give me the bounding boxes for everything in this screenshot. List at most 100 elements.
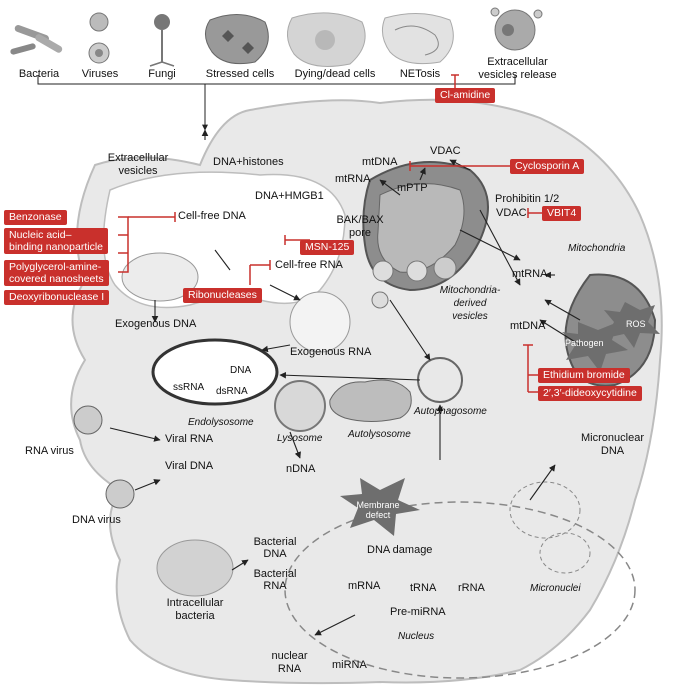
ddc-box: 2′,3′-dideoxycytidine xyxy=(538,386,642,401)
bacterial-dna-label-2: DNA xyxy=(263,548,287,560)
source-netosis-label: NETosis xyxy=(399,68,441,80)
dna-histones-label: DNA+histones xyxy=(213,156,284,168)
mitochondria-label: Mitochondria xyxy=(568,243,626,254)
vbit4-box: VBIT4 xyxy=(542,206,582,221)
membrane-defect-burst xyxy=(340,478,420,536)
msn-125-box: MSN-125 xyxy=(300,240,355,255)
bacteria-icon xyxy=(10,25,63,55)
ribonucleases-box: Ribonucleases xyxy=(183,288,262,303)
dna-damage-label: DNA damage xyxy=(367,544,433,556)
source-dying-label: Dying/dead cells xyxy=(294,68,376,80)
mptp-label: mPTP xyxy=(397,182,428,194)
bakbax-label-1: BAK/BAX xyxy=(336,214,384,226)
lysosome-label: Lysosome xyxy=(277,433,323,444)
source-fungi-label: Fungi xyxy=(148,68,176,80)
mdv-vesicle xyxy=(433,256,457,280)
nucleic-acid-nanoparticle-box: Nucleic acid– binding nanoparticle xyxy=(4,228,108,254)
dna-hmgb1-label: DNA+HMGB1 xyxy=(255,190,324,202)
membrane-defect-label-1: Membrane xyxy=(356,500,400,510)
mdv-label-3: vesicles xyxy=(452,311,488,322)
micronuclear-label-1: Micronuclear xyxy=(581,432,644,444)
netosis-icon xyxy=(381,12,454,65)
mtdna-right-label: mtDNA xyxy=(510,320,546,332)
mtrna-left-label: mtRNA xyxy=(335,173,371,185)
ndna-label: nDNA xyxy=(286,463,316,475)
mrna-label: mRNA xyxy=(348,580,381,592)
source-ev-release-label-2: vesicles release xyxy=(478,69,557,81)
dying-cells-icon xyxy=(287,12,366,67)
nab-np-line-1: Nucleic acid– xyxy=(9,229,72,241)
source-bacteria-label: Bacteria xyxy=(18,68,60,80)
pg-line-1: Polyglycerol-amine- xyxy=(9,261,102,273)
nucleus-label: Nucleus xyxy=(398,631,435,642)
pg-line-2: covered nanosheets xyxy=(9,273,104,285)
lysosome xyxy=(274,380,326,432)
exogenous-rna-label: Exogenous RNA xyxy=(290,346,372,358)
vdac-top-label: VDAC xyxy=(430,145,461,157)
exogenous-dna-bubble xyxy=(121,252,199,302)
autophagosome xyxy=(417,357,463,403)
membrane-defect-label-2: defect xyxy=(365,510,391,520)
ros-label: ROS xyxy=(626,319,646,329)
exogenous-rna-bubble xyxy=(289,291,351,353)
autolysosome-label: Autolysosome xyxy=(348,429,411,440)
pathogen-burst xyxy=(562,322,628,372)
autophagosome-label: Autophagosome xyxy=(414,406,487,417)
source-ev-release-label-1: Extracellular xyxy=(487,56,548,68)
source-stressed-label: Stressed cells xyxy=(205,68,275,80)
micronuclear-label-2: DNA xyxy=(600,445,625,457)
nuclear-rna-label-1: nuclear xyxy=(271,650,308,662)
intracellular-bacteria-label-2: bacteria xyxy=(175,610,215,622)
extracellular-vesicles-icon xyxy=(490,7,543,51)
dna-virus-particle xyxy=(105,479,135,509)
bakbax-label-2: pore xyxy=(348,227,372,239)
micronucleus xyxy=(509,481,581,539)
mirna-label: miRNA xyxy=(332,659,367,671)
cell-free-dna-label: Cell-free DNA xyxy=(178,210,246,222)
viruses-icon xyxy=(88,12,110,64)
intracellular-bacteria xyxy=(156,539,234,597)
nuclear-rna-label-2: RNA xyxy=(277,663,302,675)
viral-rna-label: Viral RNA xyxy=(165,433,214,445)
micronuclei-label: Micronuclei xyxy=(530,583,581,594)
ethidium-bromide-box: Ethidium bromide xyxy=(538,368,630,383)
prohibitin-label: Prohibitin 1/2 xyxy=(495,193,560,205)
mdv-label-2: derived xyxy=(453,298,487,309)
cyclosporin-box: Cyclosporin A xyxy=(510,159,585,174)
mitochondrion xyxy=(362,161,489,292)
mdv-vesicle xyxy=(371,291,389,309)
stressed-cells-icon xyxy=(205,14,269,65)
sources-bracket xyxy=(37,75,516,85)
dna-endo-label: DNA xyxy=(230,365,252,376)
nucleus-envelope xyxy=(284,501,636,679)
premirna-label: Pre-miRNA xyxy=(390,606,446,618)
rna-virus-particle xyxy=(73,405,103,435)
ssrna-label: ssRNA xyxy=(173,382,205,393)
vdac-right-label: VDAC xyxy=(496,207,527,219)
polyglycerol-nanosheets-box: Polyglycerol-amine- covered nanosheets xyxy=(4,260,109,286)
benzonase-box: Benzonase xyxy=(4,210,67,225)
rna-virus-label: RNA virus xyxy=(25,445,74,457)
endolysosome xyxy=(151,338,279,406)
source-viruses-label: Viruses xyxy=(81,68,119,80)
endolysosome-label: Endolysosome xyxy=(188,417,254,428)
pathogen-label: Pathogen xyxy=(565,338,604,348)
exogenous-dna-label: Exogenous DNA xyxy=(115,318,197,330)
cl-amidine-box: Cl-amidine xyxy=(435,88,496,103)
bacterial-rna-label-1: Bacterial xyxy=(253,568,297,580)
cell-free-rna-label: Cell-free RNA xyxy=(275,259,343,271)
mdv-label-1: Mitochondria- xyxy=(439,285,501,296)
bacterial-rna-label-2: RNA xyxy=(263,580,287,592)
bacterial-dna-label-1: Bacterial xyxy=(253,536,297,548)
ev-label-1: Extracellular xyxy=(107,152,169,164)
dnase-box: Deoxyribonuclease I xyxy=(4,290,110,305)
autolysosome xyxy=(329,379,412,422)
mtdna-top-label: mtDNA xyxy=(362,156,398,168)
trna-label: tRNA xyxy=(410,582,437,594)
pathway-arrows xyxy=(109,129,581,636)
fungi-icon xyxy=(149,14,175,67)
intracellular-bacteria-label-1: Intracellular xyxy=(166,597,224,609)
micronucleus xyxy=(539,532,591,574)
